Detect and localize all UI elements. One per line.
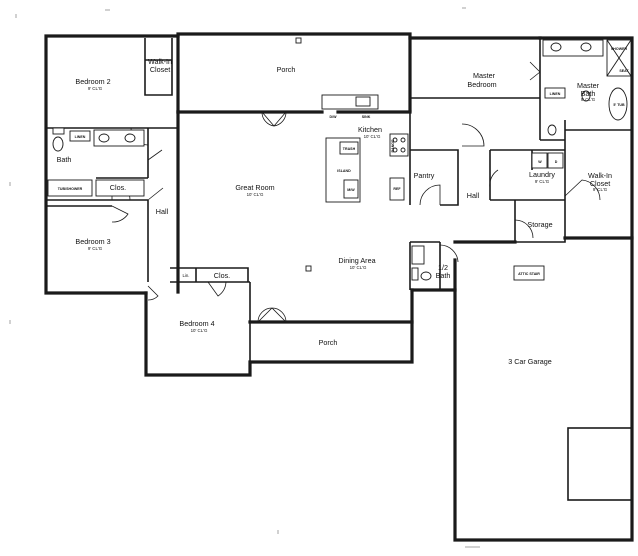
- sink-icon: [550, 42, 562, 52]
- label-microwave: M/W: [347, 188, 355, 192]
- doors: [111, 61, 601, 323]
- ceiling-laundry: 9' CL'G: [535, 179, 550, 184]
- ceiling-bedroom3: 9' CL'G: [88, 246, 103, 251]
- label-bedroom2: Bedroom 2: [75, 77, 110, 86]
- tub-shower-box: [47, 179, 93, 197]
- ceiling-walkin-closet-right: 9' CL'G: [593, 187, 608, 192]
- fixture-labels: LINEN TUB/SHOWER SHOWER SEAT LINEN 5' TU…: [58, 47, 630, 276]
- sink-icon: [124, 133, 136, 143]
- fixtures: [47, 37, 632, 281]
- label-walkin-closet-right-1: Walk-In: [588, 171, 612, 180]
- column-marker: [305, 265, 312, 272]
- label-trash: TRASH: [343, 147, 356, 151]
- refrigerator-box: [389, 177, 405, 201]
- exterior-walls: [44, 32, 634, 542]
- label-laundry: Laundry: [529, 170, 555, 179]
- half-bath-vanity: [411, 245, 425, 265]
- microwave-box: [343, 179, 359, 199]
- ceiling-kitchen: 10' CL'G: [364, 134, 381, 139]
- label-hall-left: Hall: [156, 207, 169, 216]
- label-dining-area: Dining Area: [338, 256, 375, 265]
- ceiling-great-room: 10' CL'G: [247, 192, 264, 197]
- dryer-box: [547, 152, 564, 169]
- linen-left-box: [69, 130, 91, 142]
- label-bath: Bath: [57, 155, 72, 164]
- label-clos-left: Clos.: [110, 183, 126, 192]
- ceiling-dining-area: 10' CL'G: [350, 265, 367, 270]
- label-tub-shower: TUB/SHOWER: [58, 187, 83, 191]
- label-linen-left: LINEN: [75, 135, 86, 139]
- label-seat: SEAT: [619, 69, 629, 73]
- label-refrigerator: REF: [393, 187, 401, 191]
- label-master-bath-2: Bath: [581, 89, 596, 98]
- sink-icon: [98, 133, 110, 143]
- ceiling-bedroom2: 9' CL'G: [88, 86, 103, 91]
- toilet-icon: [52, 136, 64, 152]
- windows: [45, 35, 633, 500]
- label-half-bath-2: Bath: [436, 271, 451, 280]
- label-walkin-closet-top-1: Walk-In: [148, 57, 172, 66]
- label-bedroom3: Bedroom 3: [75, 237, 110, 246]
- master-tub-icon: [608, 87, 628, 121]
- label-master-bedroom-2: Bedroom: [467, 80, 496, 89]
- label-washer: W: [538, 160, 542, 164]
- label-clos-bedroom4: Clos.: [214, 271, 230, 280]
- label-linen-right: LINEN: [550, 92, 561, 96]
- label-attic-stair: ATTIC STAIR: [518, 272, 540, 276]
- label-dishwasher: D/W: [330, 115, 338, 119]
- label-storage: Storage: [527, 220, 552, 229]
- label-sink: SINK: [362, 115, 371, 119]
- ceiling-bedroom4: 10' CL'G: [191, 328, 208, 333]
- washer-box: [531, 152, 548, 169]
- label-lin-small: Lin.: [182, 273, 189, 278]
- ceiling-master-bath: 9' CL'G: [581, 97, 596, 102]
- label-range: RANGE: [391, 139, 395, 153]
- label-half-bath-1: 1/2: [438, 263, 448, 272]
- clos-left-box: [95, 179, 145, 197]
- label-walkin-closet-top-2: Closet: [150, 65, 170, 74]
- label-great-room: Great Room: [235, 183, 274, 192]
- room-labels: Bedroom 2 9' CL'G Walk-In Closet Porch M…: [57, 57, 612, 366]
- label-dryer: D: [555, 160, 558, 164]
- sink-icon: [580, 42, 592, 52]
- label-bedroom4: Bedroom 4: [179, 319, 214, 328]
- label-porch-top: Porch: [277, 65, 296, 74]
- trash-box: [339, 141, 359, 155]
- label-master-bath-1: Master: [577, 81, 600, 90]
- dimension-ticks: [9, 7, 480, 548]
- linen-right-box: [544, 87, 566, 99]
- toilet-icon: [581, 90, 591, 102]
- label-porch-bottom: Porch: [319, 338, 338, 347]
- sink-icon: [355, 96, 371, 107]
- label-walkin-closet-right-2: Closet: [590, 179, 610, 188]
- attic-stair-box: [513, 265, 545, 281]
- toilet-tank-icon: [52, 127, 65, 135]
- label-master-bedroom-1: Master: [473, 71, 496, 80]
- label-island: ISLAND: [337, 169, 351, 173]
- label-kitchen: Kitchen: [358, 125, 382, 134]
- interior-walls: [46, 38, 633, 501]
- label-master-tub: 5' TUB: [613, 103, 625, 107]
- toilet-icon: [420, 271, 432, 281]
- column-marker: [295, 37, 302, 44]
- label-pantry: Pantry: [414, 171, 435, 180]
- label-hall-right: Hall: [467, 191, 480, 200]
- toilet-icon: [547, 124, 557, 136]
- label-garage: 3 Car Garage: [508, 357, 552, 366]
- label-shower: SHOWER: [611, 47, 628, 51]
